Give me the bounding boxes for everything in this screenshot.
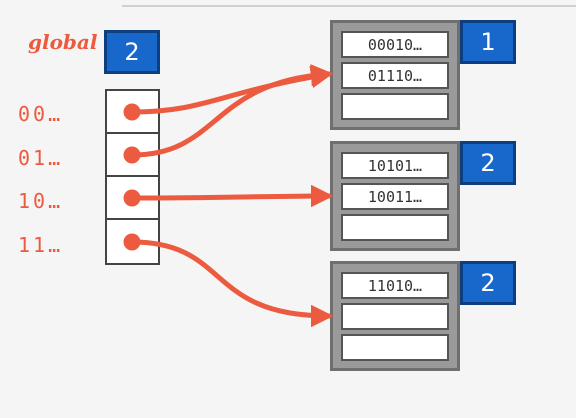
directory-row-label-10: 10… <box>18 189 64 213</box>
directory-slot-00 <box>107 91 158 134</box>
bucket-3-slot-2 <box>341 303 449 330</box>
pointer-dot-0 <box>123 103 141 121</box>
directory-slot-10 <box>107 177 158 220</box>
bucket-1-slot-3 <box>341 93 449 120</box>
bucket-2-local-depth: 2 <box>460 141 516 185</box>
bucket-3-slot-3 <box>341 334 449 361</box>
directory-row-label-01: 01… <box>18 146 64 170</box>
global-depth-label: global <box>28 30 98 54</box>
pointer-dot-2 <box>123 189 141 207</box>
pointer-arrow-1 <box>129 63 334 158</box>
bucket-2-slot-3 <box>341 214 449 241</box>
bucket-1-local-depth: 1 <box>460 20 516 64</box>
pointer-dot-3 <box>123 233 141 251</box>
bucket-1-slot-1: 00010… <box>341 31 449 58</box>
pointer-arrow-3 <box>129 239 334 328</box>
bucket-1: 00010… 01110… <box>330 20 460 130</box>
directory-row-label-11: 11… <box>18 233 64 257</box>
pointer-dot-1 <box>123 146 141 164</box>
bucket-1-slot-2: 01110… <box>341 62 449 89</box>
pointer-arrow-2 <box>129 184 334 208</box>
pointer-arrow-layer <box>123 63 334 328</box>
top-divider <box>122 5 576 7</box>
directory-row-label-00: 00… <box>18 102 64 126</box>
bucket-2-slot-1: 10101… <box>341 152 449 179</box>
directory-slot-01 <box>107 134 158 177</box>
bucket-2: 10101… 10011… <box>330 141 460 251</box>
global-depth-box: 2 <box>104 30 160 74</box>
bucket-2-slot-2: 10011… <box>341 183 449 210</box>
bucket-3-local-depth: 2 <box>460 261 516 305</box>
bucket-3-slot-1: 11010… <box>341 272 449 299</box>
